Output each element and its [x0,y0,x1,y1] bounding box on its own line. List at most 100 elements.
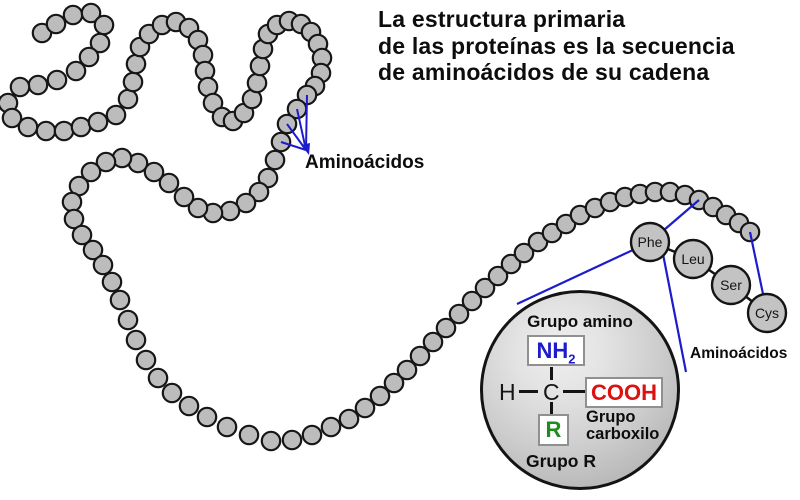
residue-label: Leu [681,251,704,267]
chain-bead [197,76,219,98]
chain-bead [487,265,509,287]
chain-bead [68,175,90,197]
residue-link [692,257,732,287]
chain-bead [354,397,376,419]
chain-bead [173,186,195,208]
chain-bead [1,107,23,129]
chain-bead [266,14,288,36]
chain-bead [614,186,636,208]
title-line-3: de aminoácidos de su cadena [378,59,710,85]
chain-bead [260,430,282,452]
chain-bead [257,23,279,45]
chain-bead [78,46,100,68]
bond-nh2-c [550,367,553,380]
residue-label: Cys [755,305,779,321]
chain-bead [80,2,102,24]
bond-c-cooh [563,390,585,393]
carbon-atom-label: C [543,379,560,405]
chain-bead [211,106,233,128]
chain-bead [659,181,681,203]
chain-bead [17,116,39,138]
chain-bead [138,23,160,45]
chain-bead [739,221,761,243]
chain-bead [296,84,318,106]
chain-bead [178,395,200,417]
chain-bead [122,71,144,93]
chain-bead [219,200,241,222]
chain-bead [235,192,257,214]
chain-bead [9,76,31,98]
chain-bead [599,191,621,213]
callout-arrow-line [296,108,307,151]
chain-bead [688,189,710,211]
chain-bead [109,289,131,311]
chain-bead [513,242,535,264]
chain-bead [87,111,109,133]
chain-bead [338,408,360,430]
chain-bead [396,359,418,381]
chain-bead [629,183,651,205]
chain-bead [246,72,268,94]
title-line-2: de las proteínas es la secuencia [378,32,735,59]
chain-bead [422,331,444,353]
chain-bead [135,349,157,371]
zoom-connector-line [748,231,769,314]
chain-bead [644,181,666,203]
chain-bead [276,113,298,135]
residue-bead-phe [629,221,671,263]
chain-bead [569,204,591,226]
chain-bead [715,204,737,226]
chain-bead [65,60,87,82]
nh2-formula-box: NH2 [527,335,585,366]
chain-bead [82,239,104,261]
chain-bead [320,416,342,438]
chain-bead [278,10,300,32]
cooh-formula-box: COOH [585,377,663,408]
residue-bead-ser [710,264,752,306]
chain-bead [196,406,218,428]
residue-link [730,284,768,314]
chain-bead [474,277,496,299]
chain-bead [241,88,263,110]
chain-bead [35,120,57,142]
chain-bead [92,254,114,276]
chain-bead [158,172,180,194]
chain-bead [165,11,187,33]
chain-bead [202,202,224,224]
chain-bead [249,55,271,77]
carboxyl-label-line1: Grupo [586,408,636,426]
chain-bead [461,290,483,312]
residue-bead-leu [672,238,714,280]
chain-bead [46,69,68,91]
chain-bead [281,429,303,451]
bond-c-r [550,402,553,415]
chain-bead [80,161,102,183]
chain-bead [448,303,470,325]
chain-bead [194,60,216,82]
chain-bead [409,345,431,367]
chain-bead [222,110,244,132]
callout-arrow-line [280,141,307,151]
chain-bead [101,271,123,293]
chain-bead [93,14,115,36]
chain-bead [117,309,139,331]
chain-bead [125,53,147,75]
chain-bead [151,14,173,36]
chain-bead [527,231,549,253]
chain-bead [383,372,405,394]
chain-bead [702,196,724,218]
chain-bead [71,224,93,246]
chain-bead [584,197,606,219]
zoom-connector-line [649,199,700,243]
chain-bead [301,424,323,446]
chain-bead [300,21,322,43]
amino-acid-zoom-circle: Grupo amino NH2 H C COOH R Grupo carboxi… [480,290,680,490]
chain-bead [178,17,200,39]
residue-label: Ser [720,277,742,293]
aminoacids-right-label: Aminoácidos [690,345,788,362]
chain-bead [304,75,326,97]
chain-bead [111,147,133,169]
chain-bead [70,116,92,138]
chain-bead [147,367,169,389]
